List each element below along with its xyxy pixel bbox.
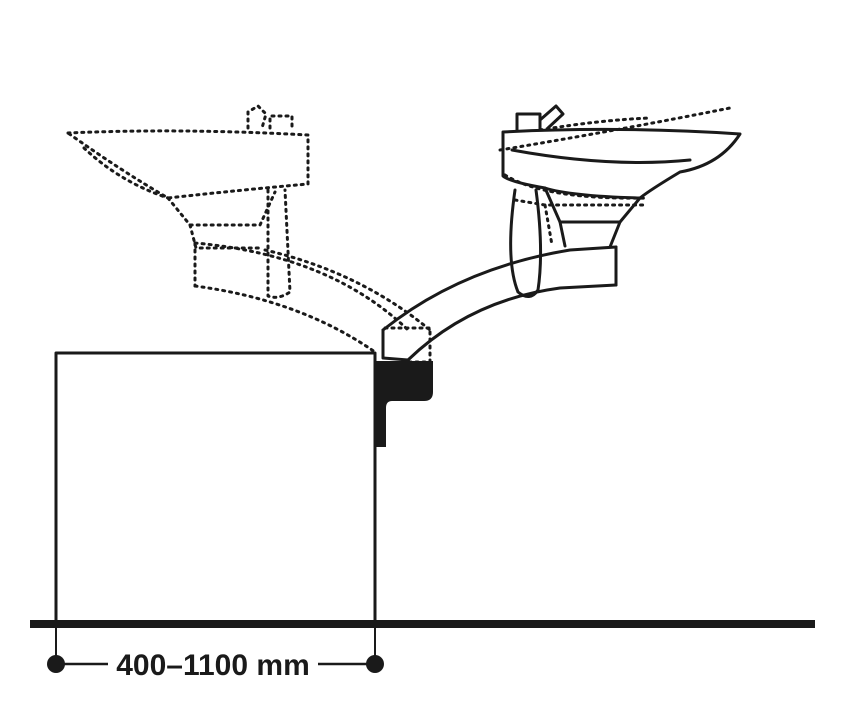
dimension-marker: 400–1100 mm <box>47 624 384 682</box>
dimension-end-dot <box>366 655 384 673</box>
sink-position-left-dotted <box>66 104 432 364</box>
sink-position-right-solid <box>381 104 742 362</box>
wall-bracket <box>374 361 433 447</box>
dimension-start-dot <box>47 655 65 673</box>
dimension-label: 400–1100 mm <box>116 649 310 682</box>
cabinet <box>54 351 377 626</box>
